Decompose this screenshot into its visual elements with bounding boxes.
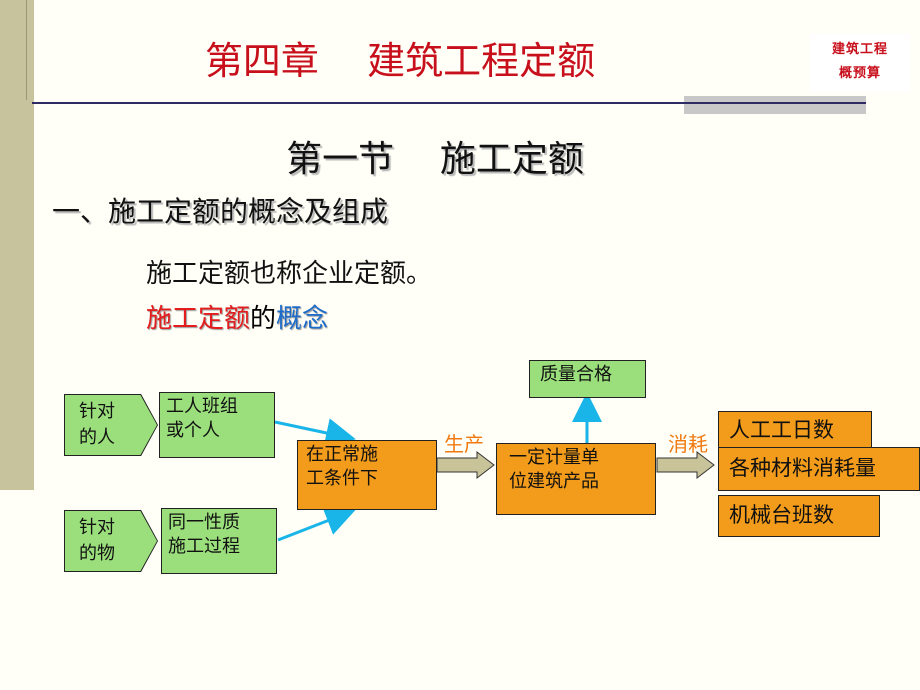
concept-line: 施工定额的概念 xyxy=(146,298,328,335)
section-title: 第一节 施工定额 xyxy=(286,139,584,180)
box-workers: 工人班组 或个人 xyxy=(159,392,275,458)
block-arrow-produce xyxy=(436,450,495,480)
box-labor: 人工工日数 xyxy=(718,411,872,451)
box-process: 同一性质 施工过程 xyxy=(161,508,277,574)
concept-term: 施工定额 xyxy=(146,304,251,334)
tag-target-person: 针对 的人 xyxy=(64,394,158,456)
header-divider xyxy=(32,102,866,104)
course-logo: 建筑工程 概预算 xyxy=(810,34,910,92)
label-consume: 消耗 xyxy=(668,432,708,456)
box-machine: 机械台班数 xyxy=(718,495,880,537)
logo-line2: 概预算 xyxy=(838,66,881,81)
tag-target-person-label: 针对 的人 xyxy=(65,395,157,455)
arrow-workers-to-conditions xyxy=(274,418,356,448)
chapter-title: 第四章 建筑工程定额 xyxy=(204,39,596,83)
concept-particle: 的 xyxy=(250,304,277,334)
block-arrow-consume xyxy=(656,450,715,480)
sub-heading: 一、施工定额的概念及组成 xyxy=(52,195,389,228)
definition-line: 施工定额也称企业定额。 xyxy=(146,259,433,289)
tag-target-object: 针对 的物 xyxy=(64,510,158,572)
logo-line1: 建筑工程 xyxy=(831,42,888,57)
left-decorative-bar xyxy=(0,0,34,490)
box-conditions: 在正常施 工条件下 xyxy=(297,440,437,510)
decorative-line xyxy=(26,0,27,100)
box-product: 一定计量单 位建筑产品 xyxy=(496,443,656,515)
concept-word: 概念 xyxy=(276,304,329,334)
arrow-process-to-conditions xyxy=(277,506,356,542)
box-quality: 质量合格 xyxy=(529,360,646,398)
header-gray-bar xyxy=(684,96,866,114)
tag-target-object-label: 针对 的物 xyxy=(65,511,157,571)
box-material: 各种材料消耗量 xyxy=(718,447,920,491)
label-produce: 生产 xyxy=(444,432,484,456)
